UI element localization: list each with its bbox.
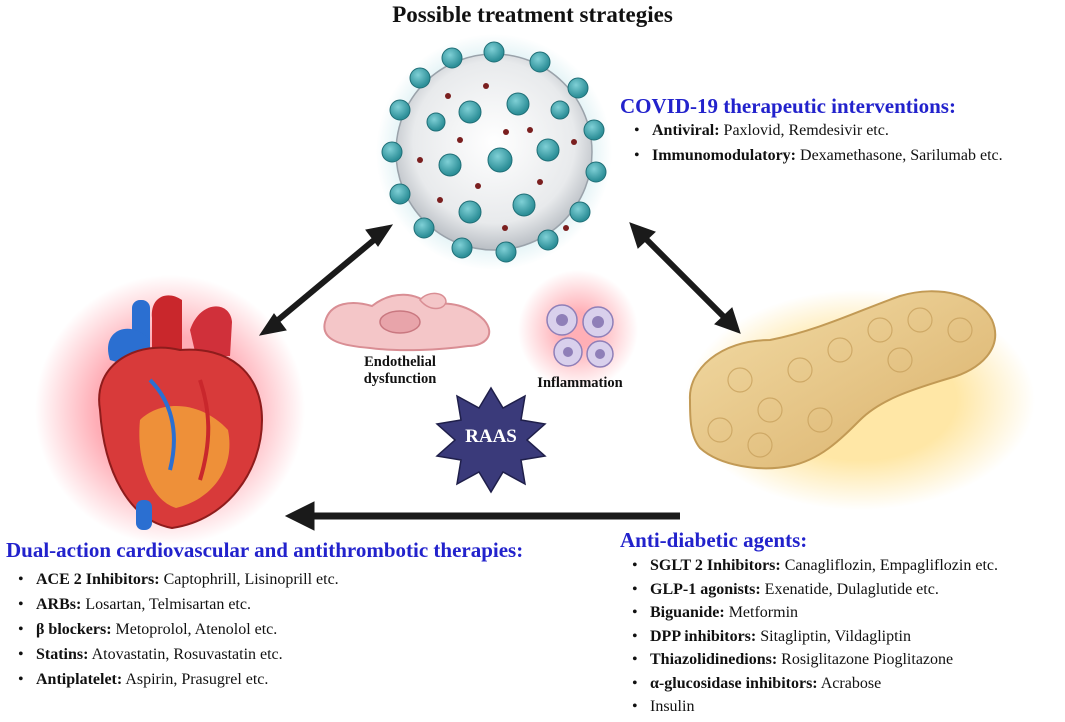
endothelial-cell-icon: [323, 292, 491, 352]
cardio-list: ACE 2 Inhibitors: Captophrill, Lisinopri…: [12, 571, 339, 696]
raas-label: RAAS: [465, 426, 517, 447]
arrows: [258, 222, 741, 531]
list-item: SGLT 2 Inhibitors: Canagliflozin, Empagl…: [626, 557, 998, 581]
item-label: ARBs:: [36, 596, 82, 613]
item-text: Paxlovid, Remdesivir etc.: [723, 122, 889, 139]
item-label: GLP-1 agonists:: [650, 580, 761, 598]
list-item: Thiazolidinedions: Rosiglitazone Pioglit…: [626, 651, 998, 675]
item-text: Sitagliptin, Vildagliptin: [760, 627, 911, 645]
arrow-virus-heart: [258, 224, 394, 336]
item-text: Dexamethasone, Sarilumab etc.: [800, 147, 1003, 164]
pancreas-icon: [685, 290, 1035, 510]
endothelial-label: Endothelial dysfunction: [340, 354, 460, 388]
list-item: Antiviral: Paxlovid, Remdesivir etc.: [628, 122, 1003, 147]
item-label: Antiplatelet:: [36, 671, 123, 688]
item-text: Acrabose: [820, 674, 882, 692]
virus-icon: [376, 34, 612, 270]
item-label: β blockers:: [36, 621, 112, 638]
covid-heading: COVID-19 therapeutic interventions:: [620, 94, 956, 118]
item-text: Atovastatin, Rosuvastatin etc.: [91, 646, 283, 663]
arrow-pancreas-heart: [284, 501, 680, 531]
heart-icon: [35, 275, 305, 545]
item-label: DPP inhibitors:: [650, 627, 757, 645]
raas-star-icon: [435, 386, 547, 494]
covid-list: Antiviral: Paxlovid, Remdesivir etc. Imm…: [628, 122, 1003, 172]
item-text: Metoprolol, Atenolol etc.: [115, 621, 278, 638]
inflammation-label: Inflammation: [537, 375, 623, 391]
item-label: SGLT 2 Inhibitors:: [650, 557, 781, 574]
endothelial-label-line2: dysfunction: [363, 371, 437, 387]
list-item: Insulin: [626, 698, 998, 722]
list-item: ARBs: Losartan, Telmisartan etc.: [12, 596, 339, 621]
list-item: Antiplatelet: Aspirin, Prasugrel etc.: [12, 671, 339, 696]
endothelial-label-line1: Endothelial: [364, 354, 436, 370]
list-item: Biguanide: Metformin: [626, 604, 998, 628]
item-label: α-glucosidase inhibitors:: [650, 674, 818, 692]
item-text: Exenatide, Dulaglutide etc.: [764, 580, 939, 598]
item-label: Biguanide:: [650, 604, 725, 621]
item-label: Statins:: [36, 646, 89, 663]
item-text: Metformin: [728, 604, 799, 621]
cardio-heading: Dual-action cardiovascular and antithrom…: [6, 538, 524, 562]
item-label: Immunomodulatory:: [652, 147, 797, 164]
list-item: ACE 2 Inhibitors: Captophrill, Lisinopri…: [12, 571, 339, 596]
list-item: GLP-1 agonists: Exenatide, Dulaglutide e…: [626, 581, 998, 605]
diabetes-heading: Anti-diabetic agents:: [620, 528, 808, 552]
item-text: Canagliflozin, Empagliflozin etc.: [784, 557, 998, 574]
item-text: Rosiglitazone Pioglitazone: [781, 651, 954, 668]
item-label: ACE 2 Inhibitors:: [36, 571, 160, 588]
list-item: β blockers: Metoprolol, Atenolol etc.: [12, 621, 339, 646]
list-item: α-glucosidase inhibitors: Acrabose: [626, 675, 998, 699]
list-item: Statins: Atovastatin, Rosuvastatin etc.: [12, 646, 339, 671]
item-text: Aspirin, Prasugrel etc.: [125, 671, 269, 688]
item-label: Antiviral:: [652, 122, 720, 139]
arrow-virus-pancreas: [629, 222, 741, 334]
page-title: Possible treatment strategies: [392, 2, 673, 27]
list-item: Immunomodulatory: Dexamethasone, Sarilum…: [628, 147, 1003, 172]
inflammation-cells-icon: [518, 270, 638, 390]
item-text: Losartan, Telmisartan etc.: [85, 596, 251, 613]
list-item: DPP inhibitors: Sitagliptin, Vildaglipti…: [626, 628, 998, 652]
item-text: Captophrill, Lisinoprill etc.: [163, 571, 339, 588]
item-text: Insulin: [650, 698, 695, 715]
item-label: Thiazolidinedions:: [650, 651, 778, 668]
diabetes-list: SGLT 2 Inhibitors: Canagliflozin, Empagl…: [626, 557, 998, 722]
